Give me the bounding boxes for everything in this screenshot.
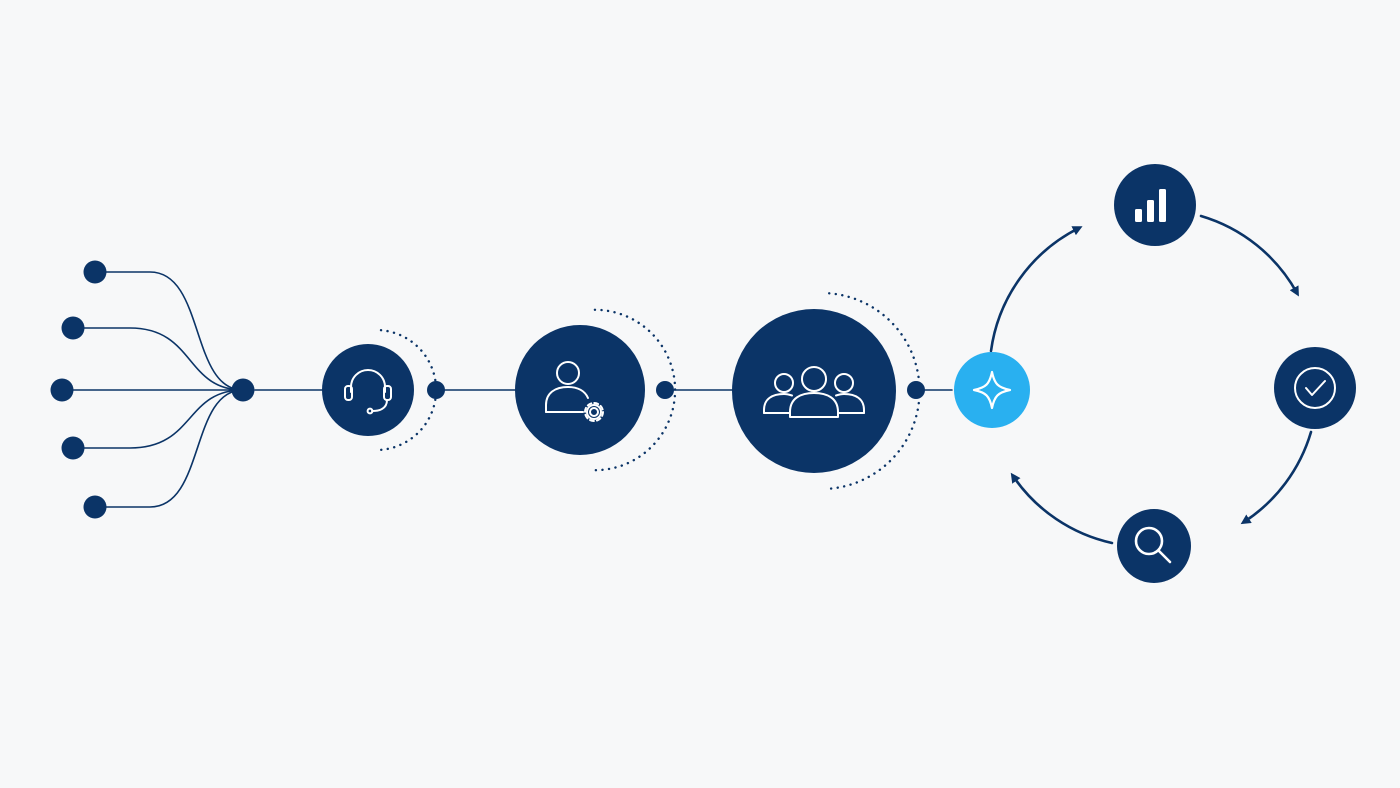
stage-2-dotted-arc [593, 308, 677, 472]
cycle-arc-bottom-to-hub [1010, 472, 1114, 545]
input-node-2 [61, 316, 85, 340]
input-node-4 [61, 436, 85, 460]
stage-3-handle [907, 381, 925, 399]
stage-2-handle [656, 381, 674, 399]
input-line-1 [94, 271, 244, 391]
cycle-node-bottom [1117, 509, 1191, 583]
cycle-bottom-circle [1117, 509, 1191, 583]
cycle-ring [989, 214, 1313, 545]
input-line-5 [94, 389, 244, 508]
hub-circle [954, 352, 1030, 428]
input-node-1 [83, 260, 107, 284]
cycle-top-circle [1114, 164, 1196, 246]
input-fan [50, 260, 255, 519]
hub-node [954, 352, 1030, 428]
stage-1-circle [322, 344, 414, 436]
bar-chart-icon [1135, 189, 1166, 222]
stage-1-node [322, 329, 445, 451]
search-icon [1134, 526, 1172, 564]
cycle-arc-top-to-right [1199, 214, 1299, 297]
stage-1-dotted-arc [379, 329, 438, 451]
input-line-4 [72, 389, 244, 449]
input-node-3 [50, 378, 74, 402]
sparkle-icon [972, 370, 1012, 410]
cycle-arc-hub-to-top [989, 226, 1083, 353]
merge-node [231, 378, 255, 402]
cycle-right-circle [1274, 347, 1356, 429]
cycle-arc-right-to-bottom [1240, 430, 1313, 525]
stage-2-node [515, 308, 677, 472]
group-icon [763, 366, 865, 418]
stage-1-handle [427, 381, 445, 399]
cycle-node-right [1274, 347, 1356, 429]
input-node-5 [83, 495, 107, 519]
check-circle-icon [1294, 367, 1336, 409]
headset-icon [344, 369, 392, 415]
input-line-2 [72, 327, 244, 391]
cycle-node-top [1114, 164, 1196, 246]
stage-3-node [732, 292, 925, 490]
user-gear-icon [545, 361, 604, 422]
